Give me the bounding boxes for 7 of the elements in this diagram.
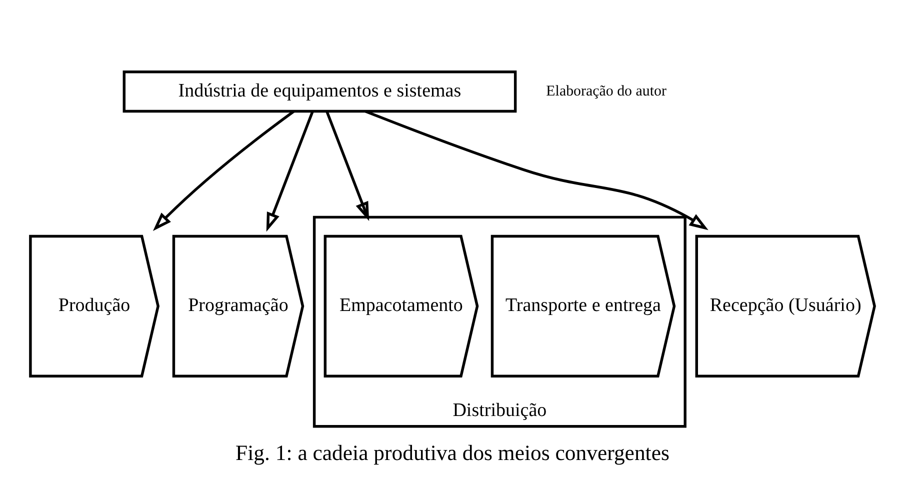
arrow <box>326 110 370 221</box>
label: Elaboração do autor <box>546 83 666 100</box>
arrow <box>266 110 314 232</box>
caption: Fig. 1: a cadeia produtiva dos meios convergentes <box>236 441 670 466</box>
node-box: Indústria de equipamentos e sistemas <box>122 70 517 113</box>
arrow <box>365 110 708 230</box>
arrow <box>152 110 295 231</box>
